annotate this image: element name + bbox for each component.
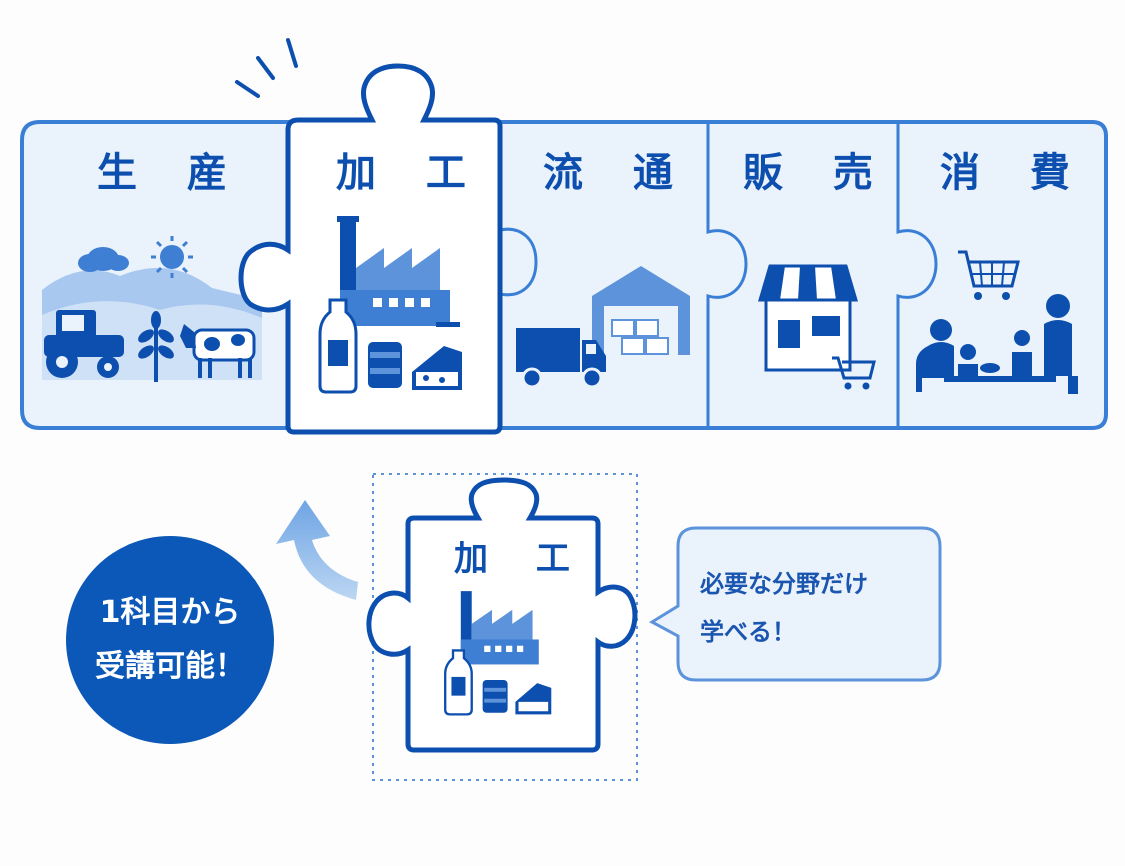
curved-arrow-icon bbox=[276, 500, 358, 600]
piece-outline bbox=[366, 477, 638, 753]
bubble-line2: 学べる！ bbox=[700, 618, 796, 646]
piece-label: 販 売 bbox=[743, 150, 891, 196]
piece-divider bbox=[706, 124, 748, 426]
piece-label: 流 通 bbox=[543, 150, 691, 196]
factory-icon bbox=[444, 591, 552, 716]
piece-divider bbox=[498, 124, 538, 426]
piece-label: 生 産 bbox=[97, 150, 245, 196]
piece-label: 加 工 bbox=[336, 150, 484, 196]
warehouse-truck-icon bbox=[516, 266, 690, 389]
bubble-line1: 必要な分野だけ bbox=[700, 570, 868, 598]
badge-line1: 1科目から bbox=[100, 595, 241, 630]
badge-one-subject: 1科目から 受講可能！ bbox=[66, 536, 274, 744]
speech-bubble: 必要な分野だけ 学べる！ bbox=[648, 526, 942, 682]
piece-label: 加 工 bbox=[454, 539, 588, 579]
family-dining-icon bbox=[916, 250, 1078, 394]
selected-piece-processing[interactable]: 加 工 bbox=[366, 477, 638, 753]
piece-sales: 販 売 bbox=[743, 150, 891, 390]
piece-processing-highlighted[interactable]: 加 工 bbox=[235, 38, 503, 435]
factory-icon bbox=[318, 216, 462, 394]
shop-icon bbox=[757, 264, 876, 390]
piece-divider bbox=[896, 124, 938, 426]
piece-production: 生 産 bbox=[42, 150, 262, 382]
piece-outline bbox=[238, 63, 503, 435]
emphasis-lines bbox=[235, 38, 298, 98]
piece-consumption: 消 費 bbox=[916, 150, 1088, 394]
farm-icon bbox=[42, 236, 262, 382]
piece-label: 消 費 bbox=[940, 150, 1088, 196]
puzzle-strip: 生 産 bbox=[20, 120, 1108, 430]
piece-distribution: 流 通 bbox=[516, 150, 691, 389]
badge-line2: 受講可能！ bbox=[95, 649, 245, 684]
